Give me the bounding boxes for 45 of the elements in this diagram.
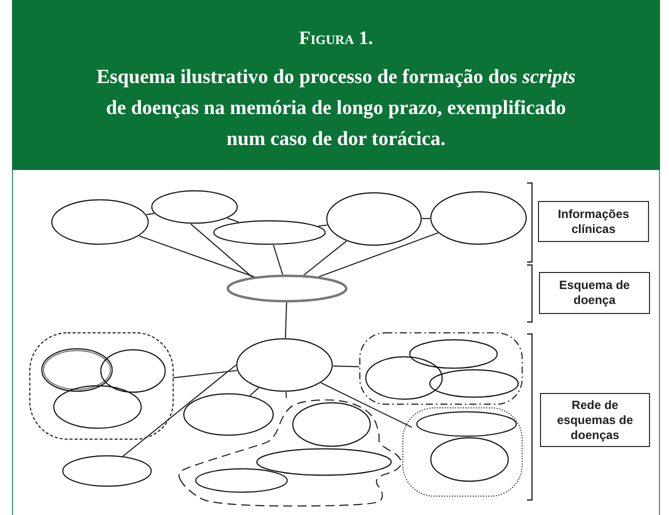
connector-line bbox=[227, 218, 239, 223]
ellipse bbox=[100, 349, 166, 393]
label-box: Esquema de doença bbox=[539, 272, 650, 314]
label-box: Rede de esquemas de doenças bbox=[540, 393, 650, 447]
connector-line bbox=[332, 366, 360, 368]
connector-line bbox=[173, 370, 238, 378]
connector-line bbox=[272, 244, 284, 276]
connector-line bbox=[122, 364, 236, 457]
connector-line bbox=[318, 224, 328, 227]
ellipse bbox=[430, 437, 509, 482]
connector-line bbox=[318, 232, 438, 278]
ellipse bbox=[183, 393, 274, 436]
cluster-outline bbox=[176, 398, 403, 508]
connector-line bbox=[320, 382, 412, 428]
connector-line bbox=[284, 302, 288, 338]
cluster-outline bbox=[402, 407, 523, 497]
ellipse bbox=[416, 411, 517, 437]
connector-line bbox=[285, 392, 287, 398]
connector-line bbox=[138, 235, 256, 278]
label-box: Informações clínicas bbox=[538, 201, 649, 242]
ellipse bbox=[227, 275, 347, 302]
ellipse bbox=[326, 192, 422, 246]
ellipse bbox=[365, 356, 443, 400]
ellipse bbox=[151, 190, 238, 224]
ellipse bbox=[41, 348, 113, 392]
connector-line bbox=[190, 223, 253, 278]
ellipse bbox=[430, 191, 527, 245]
figure-number: Figura 1. bbox=[298, 28, 374, 50]
ellipse bbox=[51, 199, 149, 245]
ellipse bbox=[292, 402, 371, 447]
ellipse bbox=[195, 468, 288, 493]
ellipse bbox=[236, 338, 333, 392]
connector-line bbox=[146, 212, 154, 216]
ellipse bbox=[213, 220, 326, 245]
connector-line bbox=[250, 387, 260, 396]
ellipse bbox=[429, 369, 519, 398]
ellipse bbox=[256, 448, 392, 476]
connector-line bbox=[422, 218, 430, 220]
figure-title: Esquema ilustrativo do processo de formação dos scripts de doenças na memória de longo prazo, exemplificado num caso de dor torácica. bbox=[95, 65, 577, 152]
ellipse bbox=[62, 455, 152, 487]
ellipse bbox=[409, 339, 498, 369]
cluster-outline bbox=[29, 332, 174, 440]
ellipse bbox=[53, 385, 142, 429]
connector-line bbox=[302, 240, 347, 276]
cluster-outline bbox=[359, 332, 523, 405]
